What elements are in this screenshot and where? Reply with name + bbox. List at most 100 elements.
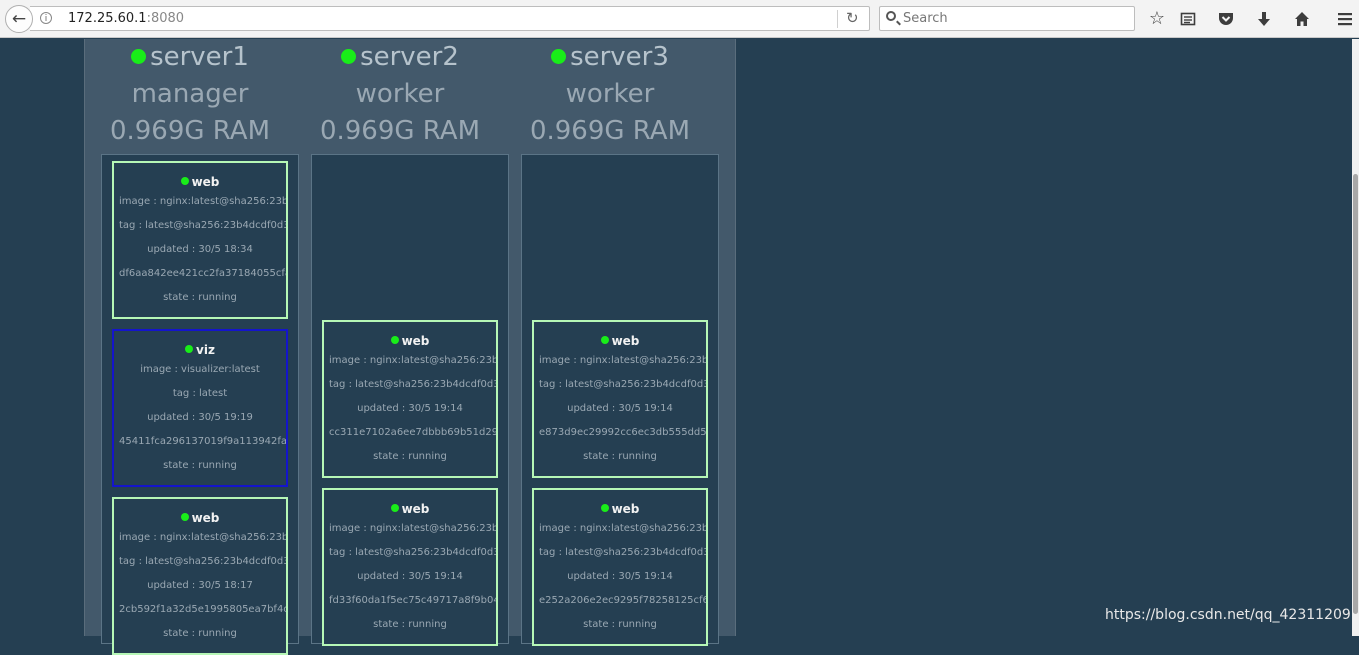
task-name: web (611, 334, 640, 348)
task-card[interactable]: web image : nginx:latest@sha256:23b4dcdf… (112, 161, 288, 319)
node-header: server3 worker 0.969G RAM (505, 39, 715, 150)
task-state: state : running (583, 451, 657, 462)
url-bar[interactable]: i 172.25.60.1:8080 ↻ (30, 6, 870, 31)
task-id: 2cb592f1a32d5e1995805ea7bf4ce (119, 604, 288, 615)
status-dot-icon (341, 49, 357, 64)
task-tag: tag : latest@sha256:23b4dcdf0d34d4a12975… (119, 556, 286, 567)
status-dot-icon (180, 513, 189, 521)
task-card[interactable]: web image : nginx:latest@sha256:23b4dcdf… (532, 320, 708, 478)
task-name: web (191, 175, 220, 189)
task-updated: updated : 30/5 19:14 (357, 403, 463, 414)
task-tag: tag : latest@sha256:23b4dcdf0d34d4a12975… (329, 547, 496, 558)
status-dot-icon (390, 336, 399, 344)
node-ram: 0.969G RAM (319, 116, 481, 146)
task-state: state : running (163, 460, 237, 471)
node-ram: 0.969G RAM (109, 116, 271, 146)
task-state: state : running (163, 628, 237, 639)
home-icon[interactable] (1290, 7, 1314, 31)
task-state: state : running (163, 292, 237, 303)
reading-list-icon[interactable] (1176, 7, 1200, 31)
task-name: web (401, 334, 430, 348)
node-server2: server2 worker 0.969G RAM web image : ng… (295, 39, 509, 646)
status-dot-icon (131, 49, 147, 64)
task-updated: updated : 30/5 18:34 (147, 244, 253, 255)
url-separator (837, 10, 838, 28)
node-role: worker (565, 79, 655, 109)
task-tag: tag : latest@sha256:23b4dcdf0d34d4a12975… (539, 379, 706, 390)
task-id: cc311e7102a6ee7dbbb69b51d299 (329, 427, 498, 438)
task-updated: updated : 30/5 19:19 (147, 412, 253, 423)
task-card[interactable]: web image : nginx:latest@sha256:23b4dcdf… (322, 320, 498, 478)
search-icon (886, 11, 896, 21)
bookmark-star-icon[interactable]: ☆ (1148, 8, 1166, 29)
node-tasks: web image : nginx:latest@sha256:23b4dcdf… (311, 154, 509, 646)
back-arrow-icon: ← (11, 8, 27, 29)
task-state: state : running (583, 619, 657, 630)
task-name: web (401, 502, 430, 516)
task-id: df6aa842ee421cc2fa37184055cfa4 (119, 268, 288, 279)
node-role: manager (131, 79, 249, 109)
status-dot-icon (551, 49, 567, 64)
node-server1: server1 manager 0.969G RAM web image : n… (85, 39, 299, 655)
url-port: :8080 (146, 11, 185, 26)
task-image: image : visualizer:latest (140, 364, 260, 375)
node-tasks: web image : nginx:latest@sha256:23b4dcdf… (101, 154, 299, 655)
task-image: image : nginx:latest@sha256:23b4dcdf0d34… (119, 532, 288, 543)
watermark: https://blog.csdn.net/qq_42311209 (1105, 607, 1351, 623)
task-name: web (611, 502, 640, 516)
menu-icon[interactable] (1333, 7, 1357, 31)
node-name: server1 (150, 42, 249, 72)
vertical-scrollbar[interactable] (1352, 39, 1359, 636)
status-dot-icon (185, 345, 194, 353)
status-dot-icon (600, 504, 609, 512)
task-id: e873d9ec29992cc6ec3db555dd509 (539, 427, 708, 438)
task-name: web (191, 511, 220, 525)
node-tasks: web image : nginx:latest@sha256:23b4dcdf… (521, 154, 719, 646)
status-dot-icon (180, 177, 189, 185)
task-updated: updated : 30/5 19:14 (567, 571, 673, 582)
task-image: image : nginx:latest@sha256:23b4dcdf0d34… (119, 196, 288, 207)
reload-icon[interactable]: ↻ (846, 9, 859, 27)
node-header: server1 manager 0.969G RAM (85, 39, 295, 150)
search-placeholder: Search (903, 11, 948, 26)
node-header: server2 worker 0.969G RAM (295, 39, 505, 150)
search-input[interactable]: Search (879, 6, 1135, 31)
cluster-panel: server1 manager 0.969G RAM web image : n… (84, 39, 736, 655)
task-card[interactable]: viz image : visualizer:latest tag : late… (112, 329, 288, 487)
pocket-icon[interactable] (1214, 7, 1238, 31)
task-updated: updated : 30/5 18:17 (147, 580, 253, 591)
task-image: image : nginx:latest@sha256:23b4dcdf0d34… (329, 523, 498, 534)
node-name: server3 (570, 42, 669, 72)
status-dot-icon (600, 336, 609, 344)
task-name: viz (196, 343, 215, 357)
status-dot-icon (390, 504, 399, 512)
task-updated: updated : 30/5 19:14 (567, 403, 673, 414)
task-state: state : running (373, 451, 447, 462)
node-role: worker (355, 79, 445, 109)
node-server3: server3 worker 0.969G RAM web image : ng… (505, 39, 719, 646)
task-tag: tag : latest@sha256:23b4dcdf0d34d4a12975… (329, 379, 496, 390)
back-button[interactable]: ← (5, 5, 33, 33)
task-card[interactable]: web image : nginx:latest@sha256:23b4dcdf… (322, 488, 498, 646)
task-image: image : nginx:latest@sha256:23b4dcdf0d34… (539, 355, 708, 366)
task-card[interactable]: web image : nginx:latest@sha256:23b4dcdf… (112, 497, 288, 655)
task-image: image : nginx:latest@sha256:23b4dcdf0d34… (329, 355, 498, 366)
url-host: 172.25.60.1 (68, 11, 147, 26)
scrollbar-thumb[interactable] (1353, 174, 1358, 614)
task-id: e252a206e2ec9295f78258125cf63 (539, 595, 708, 606)
node-name: server2 (360, 42, 459, 72)
task-tag: tag : latest (172, 388, 228, 399)
task-card[interactable]: web image : nginx:latest@sha256:23b4dcdf… (532, 488, 708, 646)
task-tag: tag : latest@sha256:23b4dcdf0d34d4a12975… (119, 220, 286, 231)
download-icon[interactable] (1252, 7, 1276, 31)
browser-toolbar: i 172.25.60.1:8080 ↻ ← Search ☆ (0, 0, 1359, 38)
url-text[interactable]: 172.25.60.1:8080 (68, 11, 184, 26)
task-id: 45411fca296137019f9a113942fa80 (119, 436, 288, 447)
task-id: fd33f60da1f5ec75c49717a8f9b045 (329, 595, 498, 606)
task-state: state : running (373, 619, 447, 630)
node-ram: 0.969G RAM (529, 116, 691, 146)
task-updated: updated : 30/5 19:14 (357, 571, 463, 582)
task-tag: tag : latest@sha256:23b4dcdf0d34d4a12975… (539, 547, 706, 558)
task-image: image : nginx:latest@sha256:23b4dcdf0d34… (539, 523, 708, 534)
info-icon[interactable]: i (40, 12, 52, 24)
